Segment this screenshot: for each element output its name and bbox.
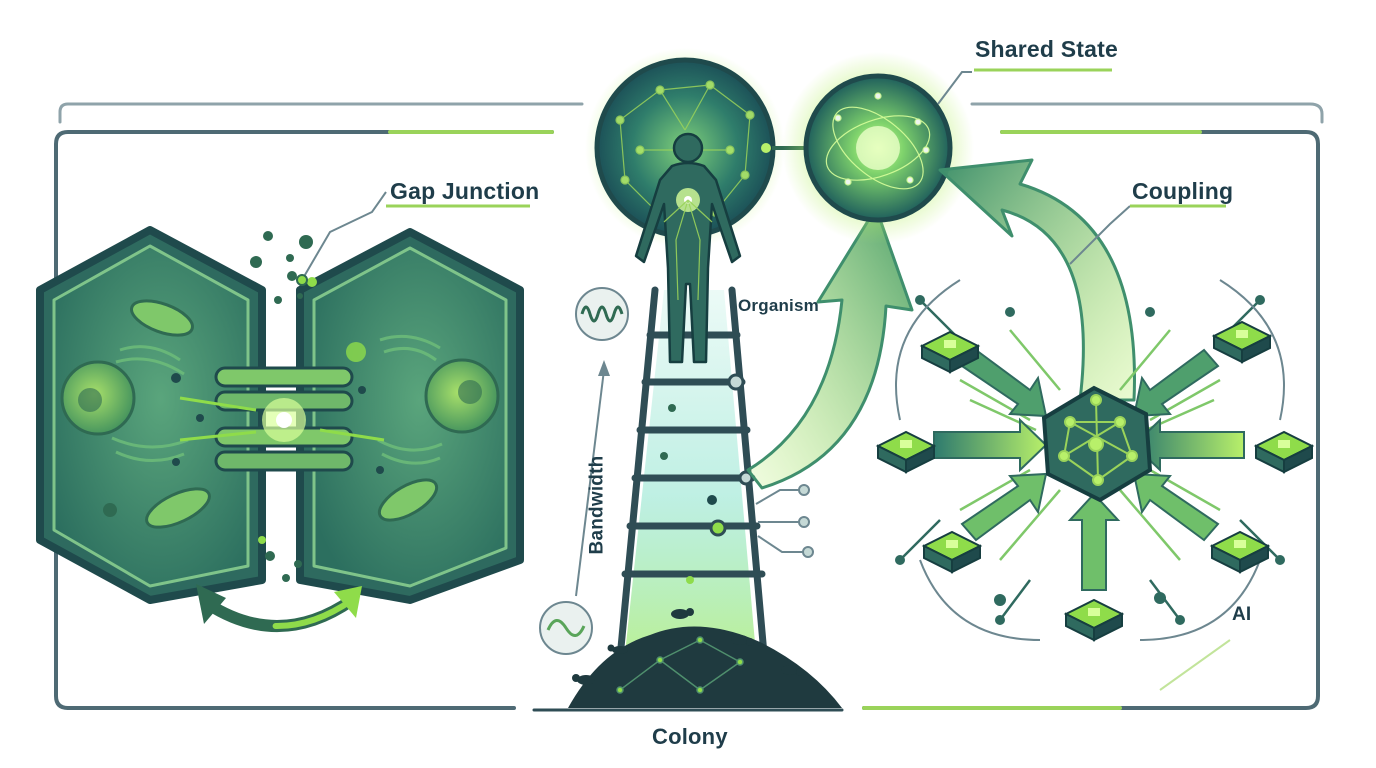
cell-left (36, 226, 266, 604)
frame-lines (54, 102, 1324, 712)
shared-state-sphere (782, 52, 974, 244)
shared-state-label: Shared State (975, 36, 1119, 62)
waveform-low-icon (539, 601, 593, 655)
ai-to-shared-arrow (938, 158, 1136, 402)
mitochondria-icon (130, 299, 211, 529)
colony-mound (568, 608, 842, 708)
ai-spokes (933, 348, 1245, 591)
coupling-leader (1069, 205, 1131, 265)
coupling-label: Coupling (1132, 178, 1234, 204)
organism-label: Organism (738, 296, 819, 315)
waveform-high-icon (575, 287, 629, 341)
bandwidth-axis (539, 287, 629, 655)
shared-state-leader (937, 71, 972, 105)
human-figure-icon (634, 132, 742, 364)
chip-icon (875, 320, 1315, 642)
ladder (612, 286, 814, 704)
ai-label: AI (1232, 604, 1252, 625)
exchange-arrow (196, 584, 362, 633)
gap-junction-channels (179, 231, 385, 582)
gap-junction-leader (301, 191, 387, 281)
organism-to-shared-arrow (746, 206, 914, 490)
gap-junction-label: Gap Junction (390, 178, 540, 204)
mitochondria-icon (377, 478, 439, 522)
colony-label: Colony (652, 724, 728, 749)
ai-hub (1041, 385, 1153, 503)
organism-sphere (585, 48, 810, 248)
cell-right (296, 228, 524, 604)
bandwidth-label: Bandwidth (586, 455, 608, 555)
ant-icon (572, 608, 804, 685)
